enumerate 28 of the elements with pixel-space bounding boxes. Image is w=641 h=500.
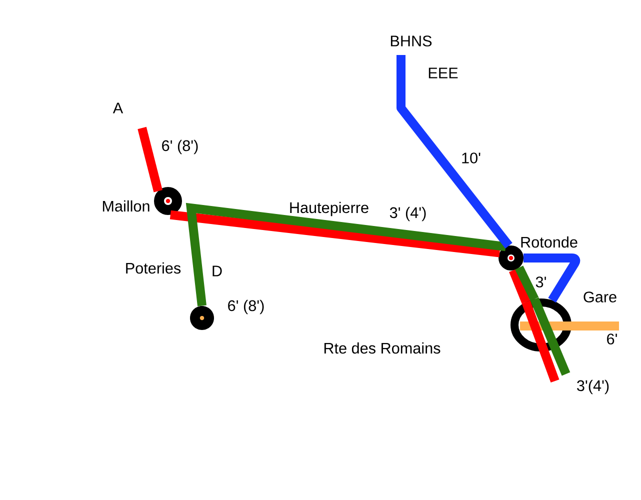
line-name: EEE — [428, 68, 458, 78]
station-name: Rotonde — [521, 236, 578, 248]
edge-label: 6' — [606, 334, 618, 344]
route-line — [520, 322, 619, 330]
route-line — [509, 268, 530, 304]
station-name: Maillon — [102, 200, 150, 212]
line-name: A — [112, 102, 124, 114]
terminus-disc — [190, 306, 214, 330]
edge-label: 6' (8') — [227, 300, 265, 314]
route-line — [515, 266, 539, 302]
edge-label: 3' (4') — [389, 206, 427, 222]
edge-label: 10' — [461, 152, 481, 164]
route-line — [170, 210, 500, 258]
place-name: Rte des Romains — [324, 342, 440, 354]
station-name: Gare — [584, 292, 616, 302]
place-name: Hautepierre — [290, 202, 368, 216]
line-name: D — [212, 266, 222, 276]
edge-label: 6' (8') — [161, 140, 199, 154]
route-line — [522, 300, 560, 383]
route-line — [524, 254, 580, 303]
edge-label: 3' — [535, 276, 547, 288]
route-line — [186, 202, 506, 306]
route-line — [138, 126, 162, 192]
place-name: Poteries — [126, 262, 181, 274]
edge-label: 3'(4') — [576, 380, 610, 394]
route-line — [396, 55, 512, 248]
line-name: BHNS — [390, 36, 432, 46]
route-line — [530, 297, 570, 376]
